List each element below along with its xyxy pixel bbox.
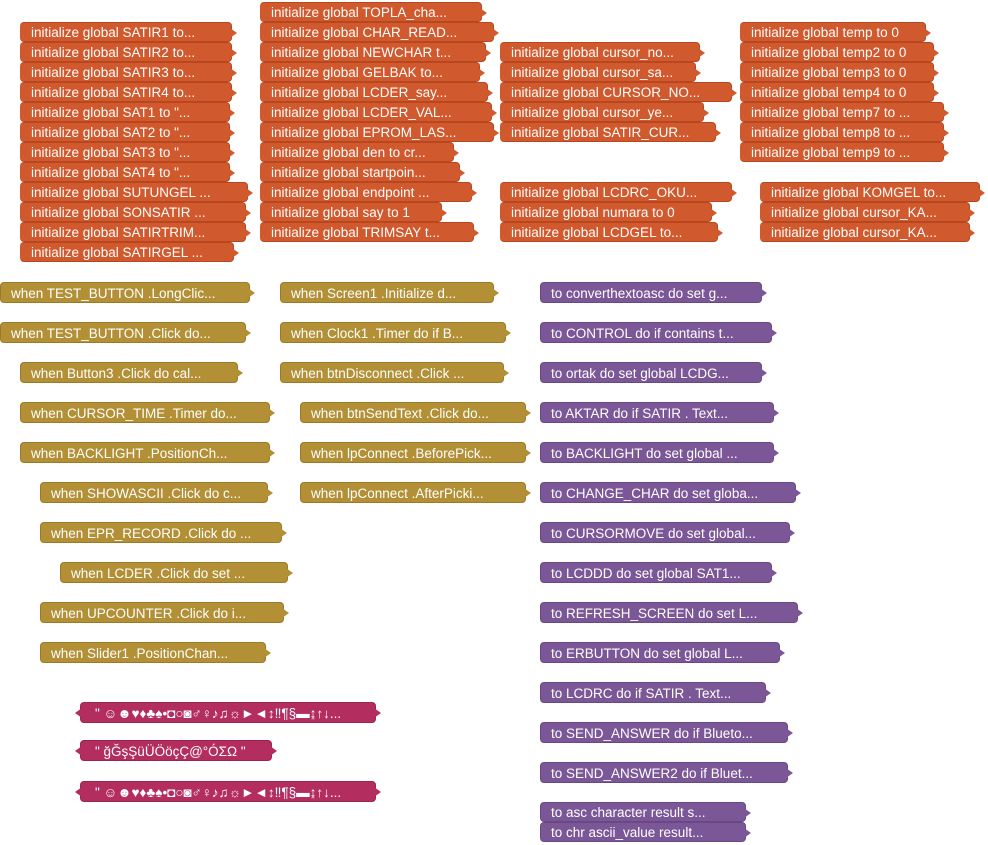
global-variable-block[interactable]: initialize global temp8 to ...	[740, 122, 949, 142]
global-variable-block[interactable]: initialize global SAT3 to "...	[20, 142, 235, 162]
global-variable-block[interactable]: initialize global GELBAK to...	[260, 62, 485, 82]
global-variable-block[interactable]: initialize global SUTUNGEL ...	[20, 182, 253, 202]
global-variable-block[interactable]: initialize global KOMGEL to...	[760, 182, 985, 202]
global-variable-block[interactable]: initialize global numara to 0	[500, 202, 717, 222]
global-variable-block[interactable]: initialize global LCDGEL to...	[500, 222, 723, 242]
procedure-block[interactable]: to ortak do set global LCDG...	[540, 362, 767, 383]
global-variable-block[interactable]: initialize global SATIRGEL ...	[20, 242, 239, 262]
text-string-block[interactable]: " ğĞşŞüÜÖöçÇ@°ÓΣΩ "	[75, 740, 277, 761]
procedure-block[interactable]: to CHANGE_CHAR do set globa...	[540, 482, 801, 503]
global-variable-block[interactable]: initialize global startpoin...	[260, 162, 465, 182]
procedure-block[interactable]: to SEND_ANSWER2 do if Bluet...	[540, 762, 793, 783]
global-variable-block[interactable]: initialize global SONSATIR ...	[20, 202, 251, 222]
procedure-block[interactable]: to AKTAR do if SATIR . Text...	[540, 402, 779, 423]
global-variable-block[interactable]: initialize global SAT4 to "...	[20, 162, 235, 182]
event-handler-block[interactable]: when TEST_BUTTON .LongClic...	[0, 282, 255, 303]
global-variable-block[interactable]: initialize global SAT1 to "...	[20, 102, 235, 122]
procedure-block[interactable]: to chr ascii_value result...	[540, 822, 751, 842]
procedure-block[interactable]: to BACKLIGHT do set global ...	[540, 442, 779, 463]
procedure-block[interactable]: to REFRESH_SCREEN do set L...	[540, 602, 803, 623]
text-string-block[interactable]: " ☺☻♥♦♣♠•◘○◙♂♀♪♫☼►◄↕‼¶§▬↨↑↓...	[75, 781, 381, 802]
global-variable-block[interactable]: initialize global TRIMSAY t...	[260, 222, 479, 242]
global-variable-block[interactable]: initialize global CURSOR_NO...	[500, 82, 737, 102]
event-handler-block[interactable]: when Slider1 .PositionChan...	[40, 642, 271, 663]
event-handler-block[interactable]: when TEST_BUTTON .Click do...	[0, 322, 251, 343]
procedure-block[interactable]: to SEND_ANSWER do if Blueto...	[540, 722, 793, 743]
procedure-block[interactable]: to LCDDD do set global SAT1...	[540, 562, 777, 583]
procedure-block[interactable]: to asc character result s...	[540, 802, 751, 822]
global-variable-block[interactable]: initialize global temp4 to 0	[740, 82, 939, 102]
event-handler-block[interactable]: when btnSendText .Click do...	[300, 402, 531, 423]
global-variable-block[interactable]: initialize global cursor_ye...	[500, 102, 709, 122]
global-variable-block[interactable]: initialize global say to 1	[260, 202, 447, 222]
procedure-block[interactable]: to ERBUTTON do set global L...	[540, 642, 785, 663]
global-variable-block[interactable]: initialize global temp to 0	[740, 22, 931, 42]
event-handler-block[interactable]: when Clock1 .Timer do if B...	[280, 322, 511, 343]
event-handler-block[interactable]: when UPCOUNTER .Click do i...	[40, 602, 289, 623]
global-variable-block[interactable]: initialize global temp2 to 0	[740, 42, 939, 62]
global-variable-block[interactable]: initialize global temp9 to ...	[740, 142, 949, 162]
global-variable-block[interactable]: initialize global SATIRTRIM...	[20, 222, 251, 242]
global-variable-block[interactable]: initialize global TOPLA_cha...	[260, 2, 487, 22]
global-variable-block[interactable]: initialize global SAT2 to "...	[20, 122, 235, 142]
global-variable-block[interactable]: initialize global den to cr...	[260, 142, 459, 162]
global-variable-block[interactable]: initialize global LCDRC_OKU...	[500, 182, 737, 202]
global-variable-block[interactable]: initialize global SATIR2 to...	[20, 42, 237, 62]
procedure-block[interactable]: to CURSORMOVE do set global...	[540, 522, 795, 543]
global-variable-block[interactable]: initialize global LCDER_say...	[260, 82, 493, 102]
event-handler-block[interactable]: when lpConnect .AfterPicki...	[300, 482, 531, 503]
event-handler-block[interactable]: when btnDisconnect .Click ...	[280, 362, 509, 383]
event-handler-block[interactable]: when LCDER .Click do set ...	[60, 562, 293, 583]
global-variable-block[interactable]: initialize global SATIR_CUR...	[500, 122, 721, 142]
event-handler-block[interactable]: when Screen1 .Initialize d...	[280, 282, 499, 303]
global-variable-block[interactable]: initialize global cursor_KA...	[760, 202, 975, 222]
event-handler-block[interactable]: when BACKLIGHT .PositionCh...	[20, 442, 275, 463]
procedure-block[interactable]: to converthextoasc do set g...	[540, 282, 767, 303]
procedure-block[interactable]: to CONTROL do if contains t...	[540, 322, 777, 343]
global-variable-block[interactable]: initialize global LCDER_VAL...	[260, 102, 497, 122]
global-variable-block[interactable]: initialize global EPROM_LAS...	[260, 122, 499, 142]
global-variable-block[interactable]: initialize global endpoint ...	[260, 182, 477, 202]
text-string-block[interactable]: " ☺☻♥♦♣♠•◘○◙♂♀♪♫☼►◄↕‼¶§▬↨↑↓...	[75, 702, 381, 723]
global-variable-block[interactable]: initialize global cursor_KA...	[760, 222, 975, 242]
global-variable-block[interactable]: initialize global SATIR1 to...	[20, 22, 237, 42]
global-variable-block[interactable]: initialize global NEWCHAR t...	[260, 42, 491, 62]
global-variable-block[interactable]: initialize global CHAR_READ...	[260, 22, 499, 42]
global-variable-block[interactable]: initialize global temp7 to ...	[740, 102, 949, 122]
event-handler-block[interactable]: when CURSOR_TIME .Timer do...	[20, 402, 275, 423]
event-handler-block[interactable]: when EPR_RECORD .Click do ...	[40, 522, 287, 543]
global-variable-block[interactable]: initialize global cursor_sa...	[500, 62, 701, 82]
event-handler-block[interactable]: when lpConnect .BeforePick...	[300, 442, 531, 463]
event-handler-block[interactable]: when Button3 .Click do cal...	[20, 362, 243, 383]
event-handler-block[interactable]: when SHOWASCII .Click do c...	[40, 482, 273, 503]
global-variable-block[interactable]: initialize global SATIR3 to...	[20, 62, 237, 82]
procedure-block[interactable]: to LCDRC do if SATIR . Text...	[540, 682, 771, 703]
global-variable-block[interactable]: initialize global temp3 to 0	[740, 62, 939, 82]
global-variable-block[interactable]: initialize global cursor_no...	[500, 42, 705, 62]
global-variable-block[interactable]: initialize global SATIR4 to...	[20, 82, 237, 102]
